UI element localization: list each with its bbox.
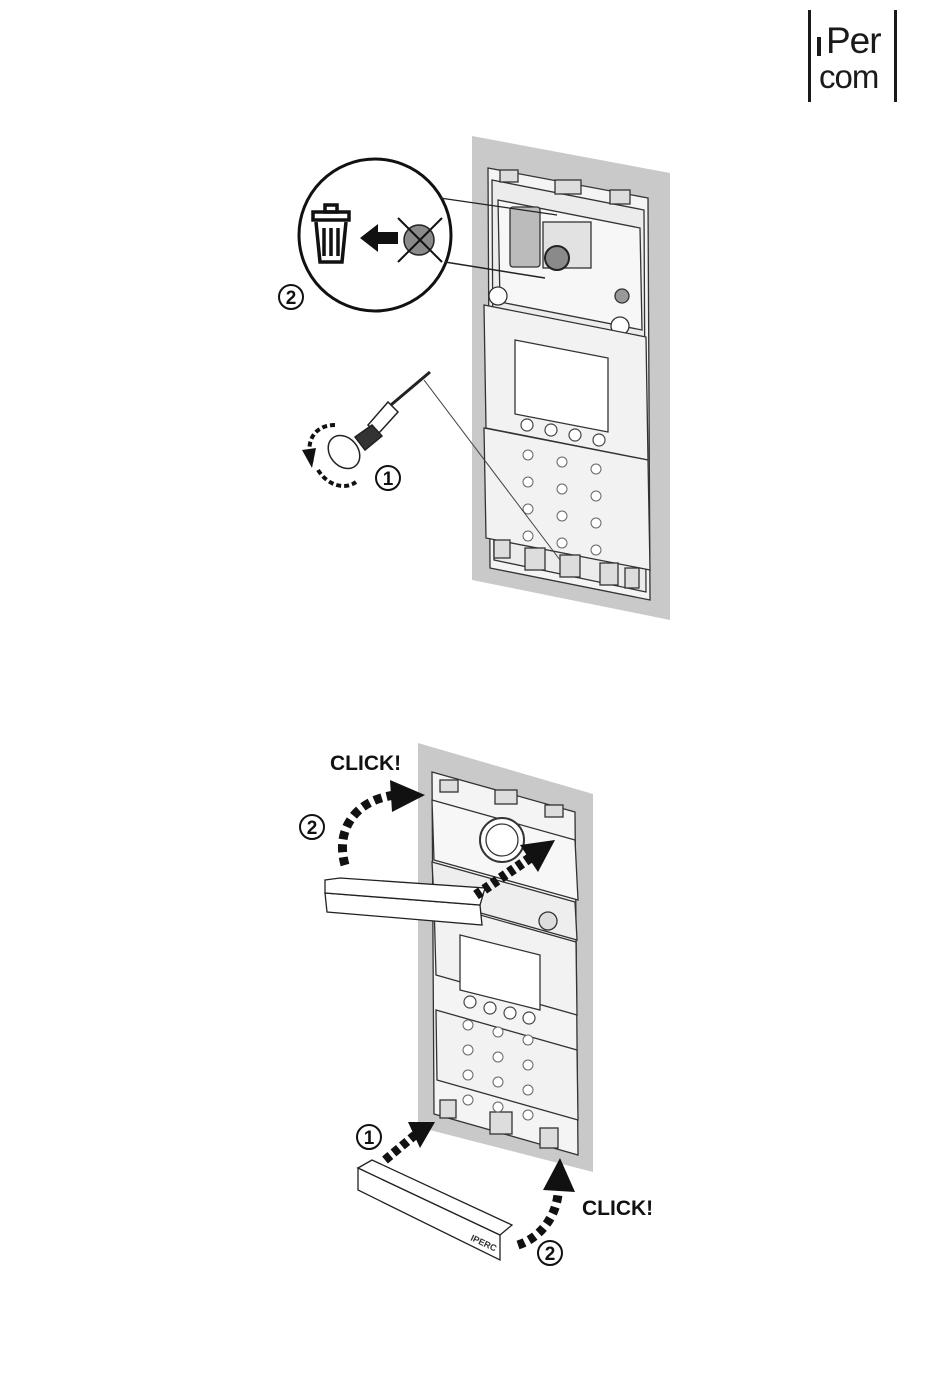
trash-icon — [313, 205, 349, 262]
click-arrow-bottom — [518, 1158, 575, 1245]
figure-1: 2 1 — [279, 136, 670, 620]
bottom-cover: IPERC — [358, 1160, 512, 1260]
step-2-top-label: 2 — [307, 818, 318, 839]
step-2-bottom-label: 2 — [545, 1244, 556, 1265]
step-1-label: 1 — [383, 469, 394, 490]
step-2-label: 2 — [286, 288, 297, 309]
insert-arrow-bottom — [385, 1122, 435, 1160]
click-arrow-top — [342, 780, 425, 865]
figure-2: IPERC CLICK! CLICK! 2 1 2 — [300, 743, 653, 1265]
door-station-frame — [484, 168, 650, 600]
door-station-frame — [432, 772, 578, 1155]
screwdriver-icon — [322, 372, 430, 475]
step-1-label: 1 — [364, 1128, 375, 1149]
click-label-bottom: CLICK! — [582, 1197, 653, 1220]
click-label-top: CLICK! — [330, 752, 401, 775]
